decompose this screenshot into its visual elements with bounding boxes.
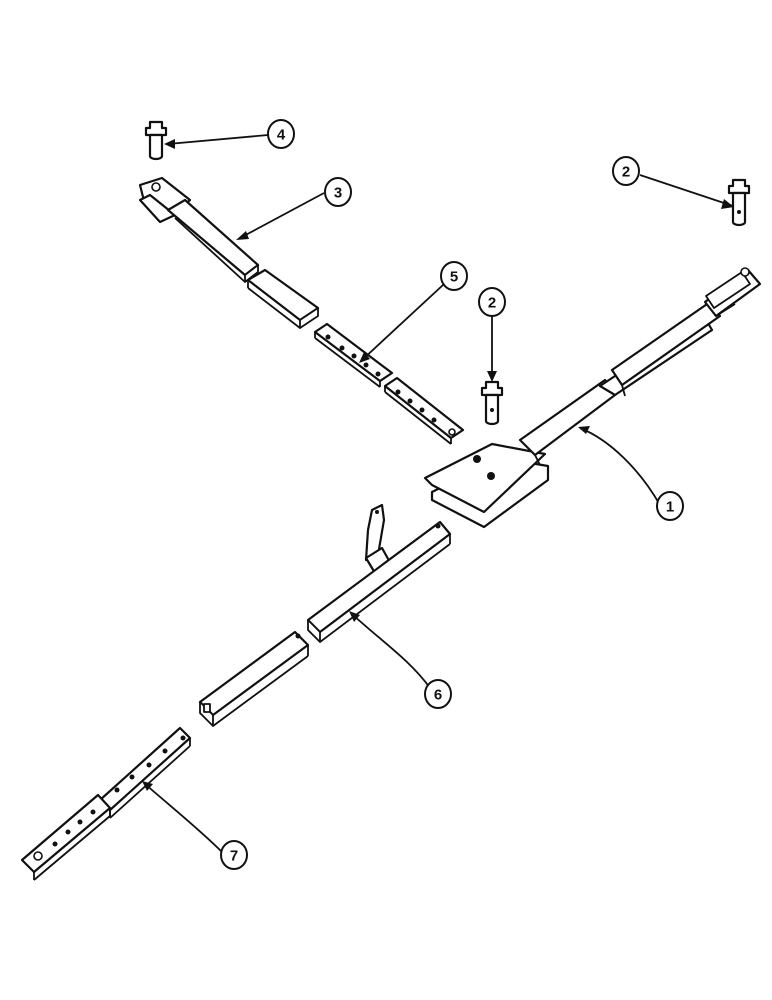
left-arm-inner-tube <box>246 268 320 329</box>
left-arm-part-3 <box>138 176 260 283</box>
callout-3: 3 <box>324 177 352 207</box>
adjustment-bar-part-5 <box>313 322 465 445</box>
callout-4: 4 <box>267 119 295 149</box>
callout-4-number: 4 <box>277 127 286 144</box>
callout-5: 5 <box>440 261 468 291</box>
pin-part-4 <box>144 120 168 161</box>
callout-6-number: 6 <box>434 687 442 704</box>
callout-7: 7 <box>220 840 248 870</box>
pin-part-2-center <box>480 380 504 426</box>
main-frame-part-1 <box>423 267 762 529</box>
callout-1: 1 <box>656 491 684 521</box>
callout-1-number: 1 <box>666 499 674 516</box>
callout-2-right-number: 2 <box>622 164 630 181</box>
leader-lines <box>142 134 734 853</box>
lower-arm-part-6 <box>198 503 452 727</box>
adjustment-bar-part-7 <box>20 726 192 881</box>
callout-7-number: 7 <box>230 848 238 865</box>
callout-2-center-number: 2 <box>488 295 496 312</box>
pin-part-2-right <box>727 178 751 227</box>
callout-2-right: 2 <box>612 156 640 186</box>
callout-5-number: 5 <box>450 269 458 286</box>
callout-6: 6 <box>424 679 452 709</box>
callout-2-center: 2 <box>478 287 506 317</box>
callout-3-number: 3 <box>334 185 342 202</box>
